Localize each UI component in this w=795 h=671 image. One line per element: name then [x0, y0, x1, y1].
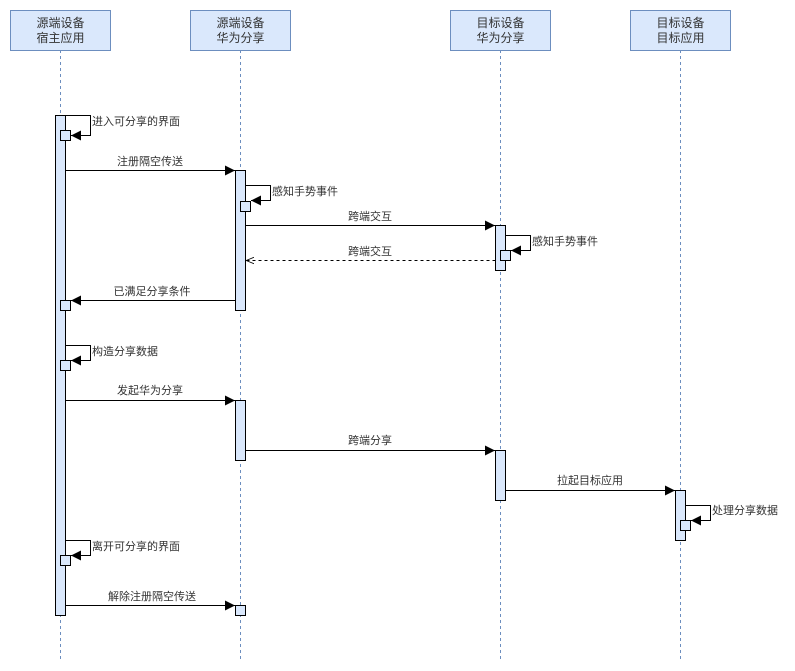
message-self-detect-gesture-1: 感知手势事件 — [240, 184, 338, 212]
message-self-enter-shareable: 进入可分享的界面 — [60, 114, 180, 141]
message-cross-device-share: 跨端分享 — [245, 433, 495, 456]
activation-dst-share-2 — [495, 450, 506, 501]
message-label: 发起华为分享 — [117, 383, 183, 397]
message-label: 构造分享数据 — [92, 344, 158, 358]
message-share-condition-met: 已满足分享条件 — [60, 284, 236, 311]
participant-dst-app-line1: 目标设备 — [656, 16, 704, 30]
message-start-huawei-share: 发起华为分享 — [65, 383, 235, 406]
message-label: 跨端交互 — [348, 244, 392, 258]
participant-dst-app[interactable]: 目标设备 目标应用 — [630, 10, 731, 51]
self-activation — [235, 605, 246, 616]
message-label: 感知手势事件 — [532, 234, 598, 248]
message-self-build-share-data: 构造分享数据 — [60, 344, 158, 371]
message-label: 拉起目标应用 — [557, 473, 623, 487]
participant-dst-share-line1: 目标设备 — [476, 16, 524, 30]
activation-dst-share-1 — [495, 225, 506, 271]
participant-src-share-line2: 华为分享 — [216, 30, 264, 45]
message-label: 离开可分享的界面 — [92, 539, 180, 553]
message-self-leave-shareable: 离开可分享的界面 — [60, 539, 180, 566]
self-activation — [60, 130, 71, 141]
self-activation — [680, 520, 691, 531]
self-activation — [60, 300, 71, 311]
self-activation — [60, 555, 71, 566]
message-self-detect-gesture-2: 感知手势事件 — [500, 234, 598, 261]
message-register-airshare: 注册隔空传送 — [65, 154, 235, 176]
message-label: 进入可分享的界面 — [92, 114, 180, 128]
message-unregister-airshare: 解除注册隔空传送 — [65, 589, 246, 616]
activation-src-share-1 — [235, 170, 246, 311]
participant-src-host-line1: 源端设备 — [36, 16, 84, 30]
self-activation — [240, 201, 251, 212]
message-cross-device-interaction: 跨端交互 — [245, 209, 495, 231]
participant-src-share[interactable]: 源端设备 华为分享 — [190, 10, 291, 51]
message-self-process-share-data: 处理分享数据 — [680, 503, 778, 531]
message-label: 解除注册隔空传送 — [108, 589, 196, 603]
self-activation — [60, 360, 71, 371]
activation-src-share-2 — [235, 400, 246, 461]
self-activation — [500, 250, 511, 261]
participant-dst-share-line2: 华为分享 — [476, 30, 524, 45]
participant-dst-app-line2: 目标应用 — [656, 30, 704, 45]
message-label: 感知手势事件 — [272, 184, 338, 198]
activation-dst-app — [675, 490, 686, 541]
message-label: 跨端分享 — [348, 433, 392, 447]
message-launch-target-app: 拉起目标应用 — [505, 473, 675, 496]
message-cross-device-interaction-return: 跨端交互 — [246, 244, 496, 261]
message-label: 已满足分享条件 — [114, 284, 191, 298]
participant-src-host[interactable]: 源端设备 宿主应用 — [10, 10, 111, 51]
participant-src-share-line1: 源端设备 — [216, 16, 264, 30]
message-label: 处理分享数据 — [712, 503, 778, 517]
participant-dst-share[interactable]: 目标设备 华为分享 — [450, 10, 551, 51]
message-label: 注册隔空传送 — [117, 154, 183, 168]
message-label: 跨端交互 — [348, 209, 392, 223]
participant-src-host-line2: 宿主应用 — [36, 30, 84, 45]
